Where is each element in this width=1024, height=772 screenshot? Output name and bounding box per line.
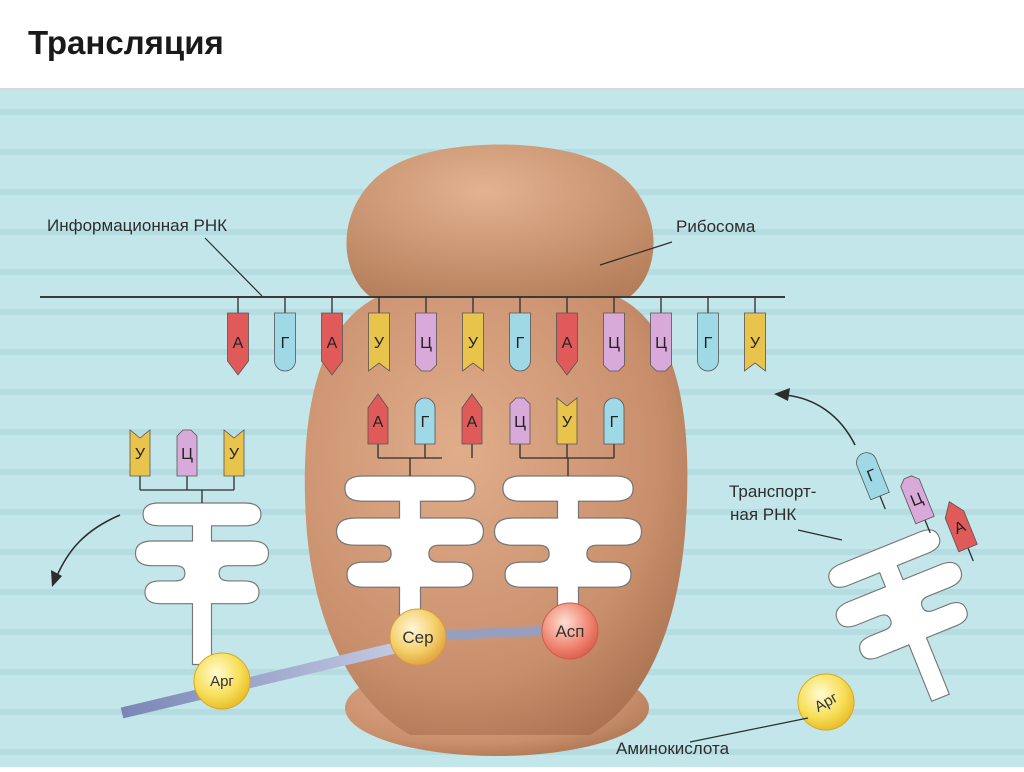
arrow-enter-head xyxy=(774,388,790,401)
mrna-nucleotide-12-letter: У xyxy=(750,335,761,352)
trna-exit-codon-1: У xyxy=(129,429,151,490)
mrna-nucleotide-11-letter: Г xyxy=(704,335,713,352)
ribosome xyxy=(304,144,688,756)
mrna-nucleotide-4: У xyxy=(368,297,390,372)
callout-mrna xyxy=(204,237,263,297)
trna-enter-codon-2-wrap: Ц xyxy=(900,475,935,534)
trna-enter-codon-2: Ц xyxy=(900,475,935,534)
mrna-nucleotide-5-letter: Ц xyxy=(420,335,432,352)
trna-enter-codon-3: А xyxy=(944,501,978,562)
anticodon-right-3-letter: Г xyxy=(610,414,619,431)
label-mrna: Информационная РНК xyxy=(47,216,227,235)
anticodon-left-1: А xyxy=(367,393,389,458)
callout-trna xyxy=(797,529,843,541)
arrow-exit-head xyxy=(51,570,62,587)
mrna-nucleotide-10: Ц xyxy=(650,297,672,372)
mrna-nucleotide-1-letter: А xyxy=(233,335,244,352)
trna-entering: ГЦА xyxy=(828,452,978,703)
label-trna-line1: Транспорт- xyxy=(729,482,816,501)
callout-lines xyxy=(204,237,843,743)
trna-exit-codon-3-letter: У xyxy=(229,446,240,463)
mrna-nucleotide-3: А xyxy=(321,297,343,376)
anticodon-right-1-letter: Ц xyxy=(514,414,526,431)
arrow-enter xyxy=(784,394,856,446)
trna-body-enter xyxy=(828,529,968,703)
amino-acid-asp: Асп xyxy=(541,602,599,660)
ribosome-large-subunit xyxy=(304,298,688,735)
mrna-nucleotide-12: У xyxy=(744,297,766,372)
mrna-nucleotide-6-letter: У xyxy=(468,335,479,352)
anticodon-left-1-letter: А xyxy=(373,414,384,431)
amino-acid-arg-right: Арг xyxy=(797,673,855,731)
trna-exit-codon-2: Ц xyxy=(176,429,198,490)
callout-amino xyxy=(689,717,809,743)
amino-acid-arg-left-label: Арг xyxy=(210,673,234,690)
title-bar: Трансляция xyxy=(0,0,1024,90)
anticodon-left-2-letter: Г xyxy=(421,414,430,431)
anticodon-left-3-letter: А xyxy=(467,414,478,431)
label-trna-line2: ная РНК xyxy=(730,505,796,524)
anticodon-left-3: А xyxy=(461,393,483,458)
mrna-nucleotide-8-letter: А xyxy=(562,335,573,352)
anticodon-right-2: У xyxy=(556,397,578,458)
trna-enter-codon-1: Г xyxy=(856,452,890,510)
mrna-nucleotide-9-letter: Ц xyxy=(608,335,620,352)
mrna-nucleotide-10-letter: Ц xyxy=(655,335,667,352)
trna-exit-codon-3: У xyxy=(223,429,245,490)
anticodon-right-3: Г xyxy=(603,397,625,458)
trna-enter-codon-1-wrap: Г xyxy=(856,452,890,510)
mrna-nucleotide-1: А xyxy=(227,297,249,376)
amino-acid-asp-label: Асп xyxy=(555,622,584,641)
anticodon-right-2-letter: У xyxy=(562,414,573,431)
mrna-nucleotide-5: Ц xyxy=(415,297,437,372)
amino-acid-ser-label: Сер xyxy=(402,628,433,647)
peptide-chain-left xyxy=(120,636,422,719)
ribosome-small-subunit xyxy=(346,144,654,298)
mrna-nucleotide-4-letter: У xyxy=(374,335,385,352)
arrows xyxy=(51,388,856,587)
mrna-nucleotide-11: Г xyxy=(697,297,719,372)
mrna-nucleotide-3-letter: А xyxy=(327,335,338,352)
amino-acid-arg-left: Арг xyxy=(193,652,251,710)
slide-title: Трансляция xyxy=(28,24,224,61)
trna-enter-codon-3-wrap: А xyxy=(944,501,978,562)
trna-exit-codon-1-letter: У xyxy=(135,446,146,463)
arrow-exit xyxy=(55,514,121,579)
mrna-nucleotide-2: Г xyxy=(274,297,296,372)
label-amino-acid: Аминокислота xyxy=(616,739,730,758)
mrna-nucleotide-8: А xyxy=(556,297,578,376)
mrna-nucleotide-7: Г xyxy=(509,297,531,372)
trna-exit-codon-2-letter: Ц xyxy=(181,446,193,463)
mrna-nucleotide-7-letter: Г xyxy=(516,335,525,352)
label-ribosome: Рибосома xyxy=(676,217,756,236)
mrna-nucleotide-6: У xyxy=(462,297,484,372)
callout-ribosome xyxy=(599,241,673,266)
mrna-nucleotide-9: Ц xyxy=(603,297,625,372)
anticodon-right-1: Ц xyxy=(509,397,531,458)
mrna-nucleotide-2-letter: Г xyxy=(281,335,290,352)
amino-acid-ser: Сер xyxy=(389,608,447,666)
anticodon-left-2: Г xyxy=(414,397,436,458)
